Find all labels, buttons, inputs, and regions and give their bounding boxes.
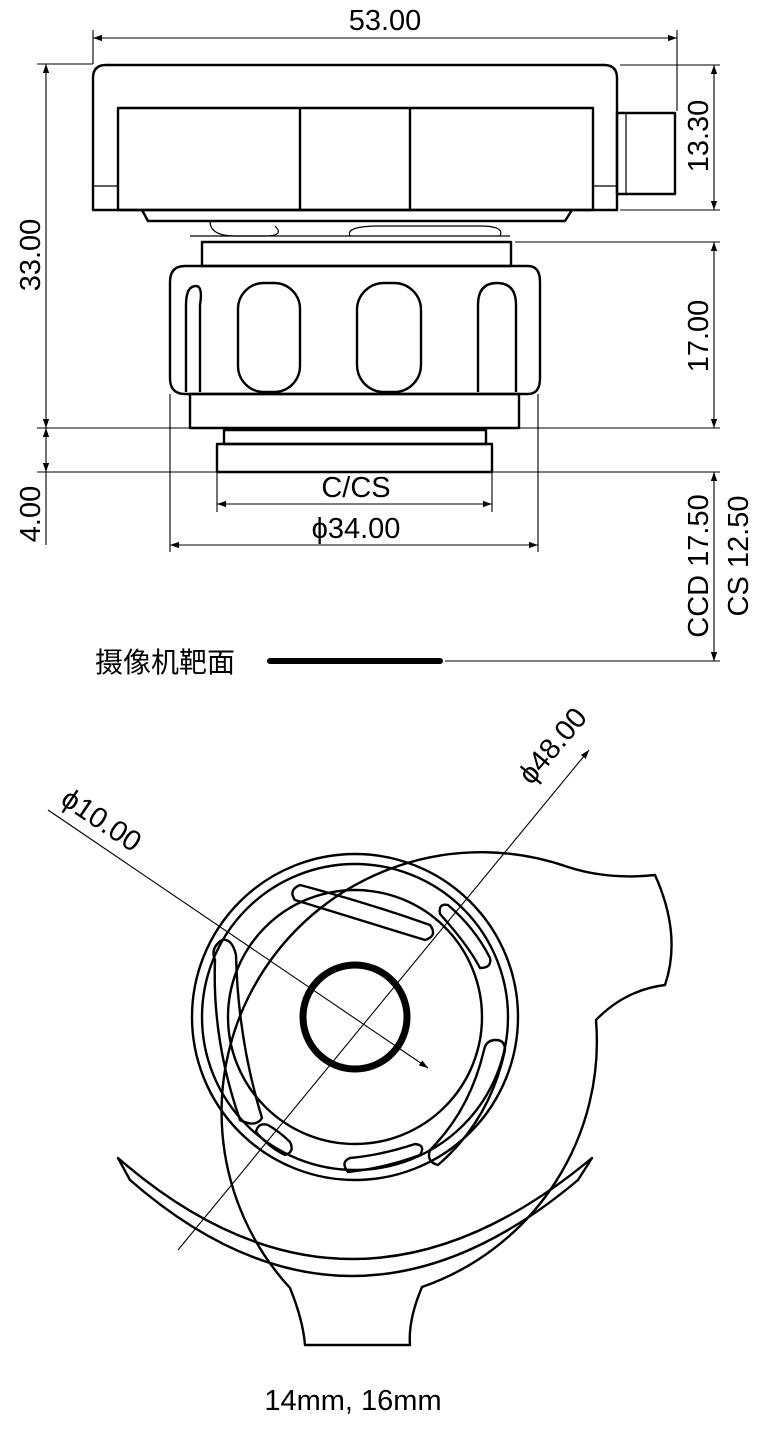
- sensor-label-text: 摄像机靶面: [95, 646, 235, 679]
- dim-thread-height-text: 4.00: [15, 486, 47, 542]
- dim-width-text: 53.00: [349, 5, 422, 37]
- flange-ccd-text: CCD 17.50: [683, 494, 715, 637]
- side-view: 53.00 33.00 13.30 17.00 4.00 C/CS ϕ34.00…: [15, 5, 755, 679]
- knurled-ring: [168, 240, 542, 430]
- outer-body: [220, 851, 673, 1347]
- dim-top-stub-text: 13.30: [683, 100, 715, 173]
- inner-ring: [226, 888, 484, 1146]
- top-view: ϕ48.00 ϕ10.00 14mm, 16mm: [47, 702, 673, 1417]
- thread-label-text: C/CS: [321, 472, 390, 504]
- flange-cs-text: CS 12.50: [723, 496, 755, 617]
- dim-outer-leader: [177, 749, 590, 1251]
- thread-mount: [215, 428, 494, 474]
- mid-ring-outer: [190, 852, 520, 1182]
- dim-outer-diameter-text: ϕ48.00: [512, 702, 594, 791]
- ring-slots: [212, 883, 507, 1174]
- center-hole-outer: [299, 961, 411, 1073]
- dim-ring-diameter-text: ϕ34.00: [312, 513, 401, 545]
- lower-arc-band: [116, 1156, 594, 1278]
- dimension-lines: [42, 34, 718, 661]
- top-housing: [91, 63, 677, 212]
- dim-inner-diameter-text: ϕ10.00: [55, 782, 147, 858]
- dim-height-total-text: 33.00: [15, 219, 47, 292]
- dim-ring-height-text: 17.00: [683, 300, 715, 373]
- caption-text: 14mm, 16mm: [264, 1385, 441, 1417]
- flange-plate: [140, 209, 574, 237]
- extension-lines: [37, 30, 720, 662]
- dim-inner-leader: [47, 809, 429, 1069]
